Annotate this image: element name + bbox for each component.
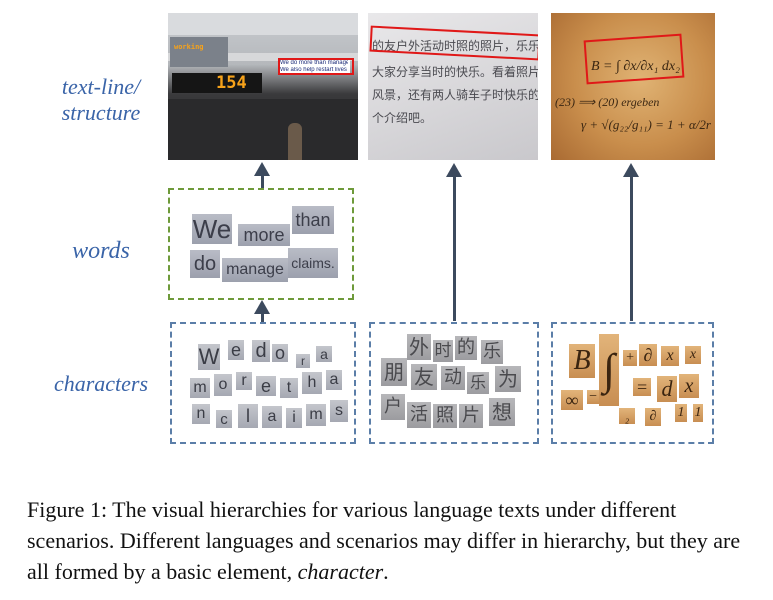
arrow-head xyxy=(254,300,270,314)
word-tile: more xyxy=(238,224,290,246)
char-tile: + xyxy=(623,350,637,366)
bus-sign-line-1: We do more than manage claims xyxy=(280,60,348,66)
char-tile: 外 xyxy=(407,334,431,360)
char-tile: ₂ xyxy=(619,408,635,424)
chinese-line-2: 大家分享当时的快乐。看着照片，乐 xyxy=(372,65,538,79)
char-tile: a xyxy=(326,370,342,390)
math-formula: B = ∫ ∂x/∂x₁ dx₂ xyxy=(591,59,680,74)
word-tile: do xyxy=(190,250,220,278)
char-tile: l xyxy=(238,404,258,428)
char-tile: 时 xyxy=(433,340,453,362)
chinese-line-1: 的友户外活动时照的照片，乐乐想为 xyxy=(372,39,538,53)
char-tile: d xyxy=(252,340,270,362)
char-tile: 片 xyxy=(459,404,483,428)
bus-brand: working xyxy=(174,43,204,51)
chinese-text-photo: 的友户外活动时照的照片，乐乐想为 大家分享当时的快乐。看着照片，乐 风景，还有两… xyxy=(368,13,538,160)
char-tile: 户 xyxy=(381,394,405,420)
chinese-characters-panel: 外 时 的 乐 朋 友 动 乐 为 户 活 照 片 想 xyxy=(369,322,539,444)
word-tile: claims. xyxy=(288,248,338,278)
char-tile: ∂ xyxy=(639,344,657,366)
char-tile: o xyxy=(272,344,288,362)
char-tile: 为 xyxy=(495,366,521,392)
char-tile: s xyxy=(330,400,348,422)
label-words: words xyxy=(72,238,130,264)
math-characters-panel: B ∫ + ∂ x x ∞ − = d x ₂ ∂ 1 1 xyxy=(551,322,714,444)
label-text-line-structure: text-line/ structure xyxy=(26,74,176,126)
latin-characters-panel: W e d o r a m o r e t h a n c l a i m s xyxy=(170,322,356,444)
char-tile: e xyxy=(256,376,276,396)
caption-end: . xyxy=(383,559,389,584)
char-tile: o xyxy=(214,374,232,396)
char-tile: a xyxy=(316,346,332,362)
char-tile: m xyxy=(190,378,210,398)
chinese-line-3: 风景，还有两人骑车子时快乐的谈话 xyxy=(372,88,538,102)
arrow-chars-to-words xyxy=(261,312,264,324)
math-photo: B = ∫ ∂x/∂x₁ dx₂ (23) ⟹ (20) ergeben γ +… xyxy=(551,13,715,160)
char-tile: m xyxy=(306,404,326,426)
math-line-3: γ + √(g₂₂/g₁₁) = 1 + α/2r xyxy=(581,117,711,132)
figure-caption: Figure 1: The visual hierarchies for var… xyxy=(27,494,752,587)
char-tile: r xyxy=(296,354,310,368)
bus-highlight-box xyxy=(278,58,354,75)
bus-photo: working 154 We do more than manage claim… xyxy=(168,13,358,160)
words-panel: We more than do manage claims. xyxy=(168,188,354,300)
arrow-head xyxy=(254,162,270,176)
char-tile: x xyxy=(685,346,701,364)
char-tile: 朋 xyxy=(381,358,407,386)
char-tile: 友 xyxy=(411,364,437,390)
char-tile: 照 xyxy=(433,404,457,428)
char-tile: ∫ xyxy=(599,334,619,406)
bus-route-number: 154 xyxy=(216,73,247,93)
char-tile: a xyxy=(262,406,282,428)
caption-emphasis: character xyxy=(297,559,384,584)
char-tile: n xyxy=(192,404,210,424)
char-tile: B xyxy=(569,344,595,378)
char-tile: r xyxy=(236,372,252,390)
char-tile: c xyxy=(216,410,232,428)
char-tile: 的 xyxy=(455,336,477,360)
char-tile: 动 xyxy=(441,366,465,390)
char-tile: 想 xyxy=(489,398,515,426)
math-highlight-box xyxy=(583,33,685,85)
char-tile: ∂ xyxy=(645,408,661,426)
caption-body: The visual hierarchies for various langu… xyxy=(27,497,741,584)
char-tile: − xyxy=(587,389,599,404)
label-characters: characters xyxy=(53,371,149,396)
char-tile: 乐 xyxy=(481,340,503,364)
chinese-highlight-box xyxy=(369,25,538,61)
label-line-1: text-line/ xyxy=(61,74,141,99)
char-tile: i xyxy=(286,408,302,428)
char-tile: = xyxy=(633,378,651,396)
char-tile: d xyxy=(657,376,677,402)
word-tile: than xyxy=(292,206,334,234)
char-tile: ∞ xyxy=(561,390,583,410)
arrow-words-to-line xyxy=(261,174,264,190)
word-tile: manage xyxy=(222,258,288,282)
char-tile: x xyxy=(679,374,699,398)
caption-prefix: Figure 1: xyxy=(27,497,113,522)
arrow-head xyxy=(623,163,639,177)
bus-ad-sign: We do more than manage claims We also he… xyxy=(278,59,350,75)
char-tile: e xyxy=(228,340,244,360)
chinese-line-4: 个介绍吧。 xyxy=(372,111,433,125)
arrow-math-chars-to-structure xyxy=(630,176,633,321)
arrow-head xyxy=(446,163,462,177)
bus-sign-line-2: We also help restart lives xyxy=(280,67,347,73)
char-tile: 乐 xyxy=(467,372,489,394)
char-tile: 活 xyxy=(407,402,431,428)
word-tile: We xyxy=(192,214,232,244)
char-tile: t xyxy=(280,378,298,398)
char-tile: 1 xyxy=(693,404,703,422)
arrow-chinese-chars-to-line xyxy=(453,176,456,321)
char-tile: W xyxy=(198,344,220,370)
char-tile: 1 xyxy=(675,404,687,422)
label-line-2: structure xyxy=(61,100,141,125)
math-line-2: (23) ⟹ (20) ergeben xyxy=(555,95,660,109)
char-tile: h xyxy=(302,372,322,394)
char-tile: x xyxy=(661,346,679,366)
